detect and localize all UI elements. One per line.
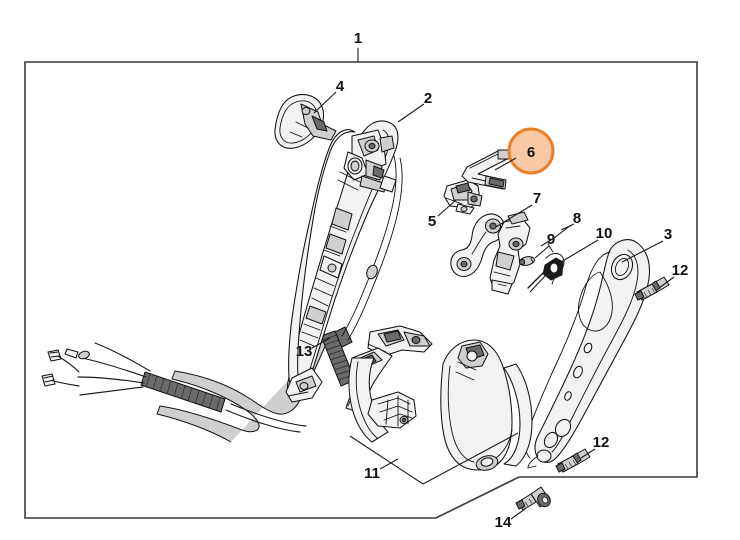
callout-number-12-upper: 12 (672, 262, 689, 279)
bracket-11 (349, 432, 519, 485)
callout-number-6: 6 (527, 144, 535, 161)
callout-number-1: 1 (354, 30, 362, 47)
part-4-throttle-interlock (274, 93, 337, 149)
part-6-retaining-clip (461, 149, 510, 190)
cable-clamp-lower (367, 391, 417, 429)
callout-number-14: 14 (495, 514, 512, 531)
cable-terminal-lower (41, 373, 80, 387)
callout-number-5: 5 (428, 213, 436, 230)
part-2-handle-housing (285, 120, 403, 403)
callout-number-13: 13 (296, 343, 313, 360)
handle-ribs (299, 207, 353, 347)
callout-number-4: 4 (336, 78, 345, 95)
part-5-stop-switch (443, 179, 483, 215)
callout-number-2: 2 (424, 90, 432, 107)
part-3-grip-shell (525, 239, 651, 469)
callout-number-3: 3 (664, 226, 672, 243)
part-7-throttle-lever (450, 213, 505, 277)
cable-terminal-top (64, 348, 90, 360)
cable-terminal-mid (47, 349, 80, 373)
part-10-grommet (527, 257, 564, 289)
callout-number-8: 8 (573, 210, 581, 227)
callout-number-12-lower: 12 (593, 434, 610, 451)
callout-number-9: 9 (547, 231, 555, 248)
callout-number-10: 10 (596, 225, 613, 242)
part-12-screw-upper (634, 276, 670, 301)
handle-internal-mechanism (337, 129, 397, 193)
diagram-frame (24, 61, 698, 519)
cable-clamp-upper (367, 325, 433, 357)
callout-number-11: 11 (364, 465, 380, 482)
handle-bottom-tail (285, 367, 323, 403)
part-11-cable-support-set (345, 325, 533, 471)
part-lever-bracket (489, 211, 531, 295)
part-12-screw-lower (555, 448, 591, 473)
callout-labels: 1 2 3 4 5 6 7 8 9 10 11 12 12 13 14 (296, 30, 689, 531)
cable-braid (140, 371, 226, 413)
cable-sheath (320, 330, 356, 387)
cable-support-shell-right (503, 363, 533, 467)
part-14-hex-socket-screw (515, 486, 551, 511)
highlight-marker-6[interactable] (507, 127, 555, 175)
cable-support-housing (440, 339, 513, 471)
part-9-bushing (518, 256, 535, 266)
callout-number-7: 7 (533, 190, 541, 207)
leader-lines (311, 48, 675, 520)
